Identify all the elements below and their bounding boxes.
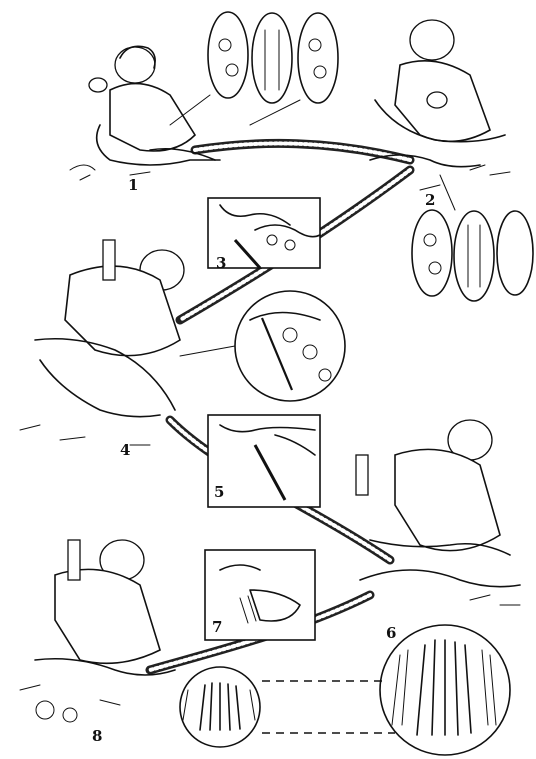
blade-core-detail-large <box>380 625 510 755</box>
step-label-1: 1 <box>128 176 138 194</box>
step-label-4: 4 <box>120 441 130 459</box>
step-label-2: 2 <box>425 191 435 209</box>
knapper-figure-1 <box>70 46 220 180</box>
step-label-7: 7 <box>212 618 222 636</box>
core-diagram-1 <box>170 12 338 125</box>
blade-core-detail-small <box>180 667 260 747</box>
step-label-5: 5 <box>214 483 224 501</box>
step-label-8: 8 <box>92 727 102 745</box>
knapper-figure-4 <box>20 240 184 445</box>
knapper-figure-6 <box>356 420 520 605</box>
step-label-3: 3 <box>216 254 226 272</box>
knapper-figure-2 <box>370 20 510 190</box>
detail-inset-5 <box>208 415 320 507</box>
knapper-figure-8 <box>20 540 175 722</box>
detail-connector-dashed <box>262 681 395 733</box>
step-label-6: 6 <box>386 624 396 642</box>
